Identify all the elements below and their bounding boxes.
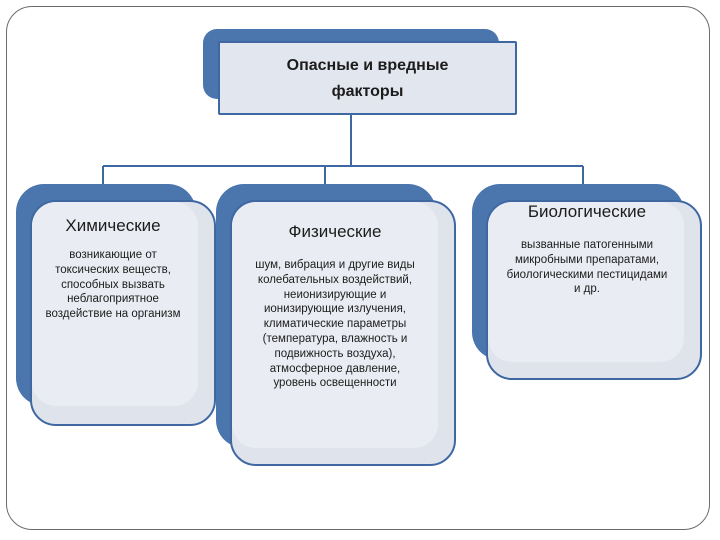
card-inner-shade: [232, 202, 438, 448]
card-panel: Биологические вызванные патогенными микр…: [486, 200, 702, 380]
card-title: Физические: [288, 222, 382, 241]
category-card-chemical: Химические возникающие от токсических ве…: [16, 184, 216, 426]
card-inner-shade: [488, 202, 684, 362]
card-inner-shade: [32, 202, 198, 406]
card-title: Биологические: [527, 202, 647, 221]
card-title: Химические: [65, 216, 161, 235]
root-node: Опасные и вредные факторы: [218, 41, 517, 115]
category-card-physical: Физические шум, вибрация и другие виды к…: [216, 184, 456, 466]
category-card-biological: Биологические вызванные патогенными микр…: [472, 184, 702, 380]
card-panel: Физические шум, вибрация и другие виды к…: [230, 200, 456, 466]
card-description: вызванные патогенными микробными препара…: [506, 239, 668, 296]
card-description: шум, вибрация и другие виды колебательны…: [255, 259, 415, 390]
card-description: возникающие от токсических веществ, спос…: [45, 249, 181, 321]
card-panel: Химические возникающие от токсических ве…: [30, 200, 216, 426]
root-title: Опасные и вредные факторы: [286, 57, 449, 100]
